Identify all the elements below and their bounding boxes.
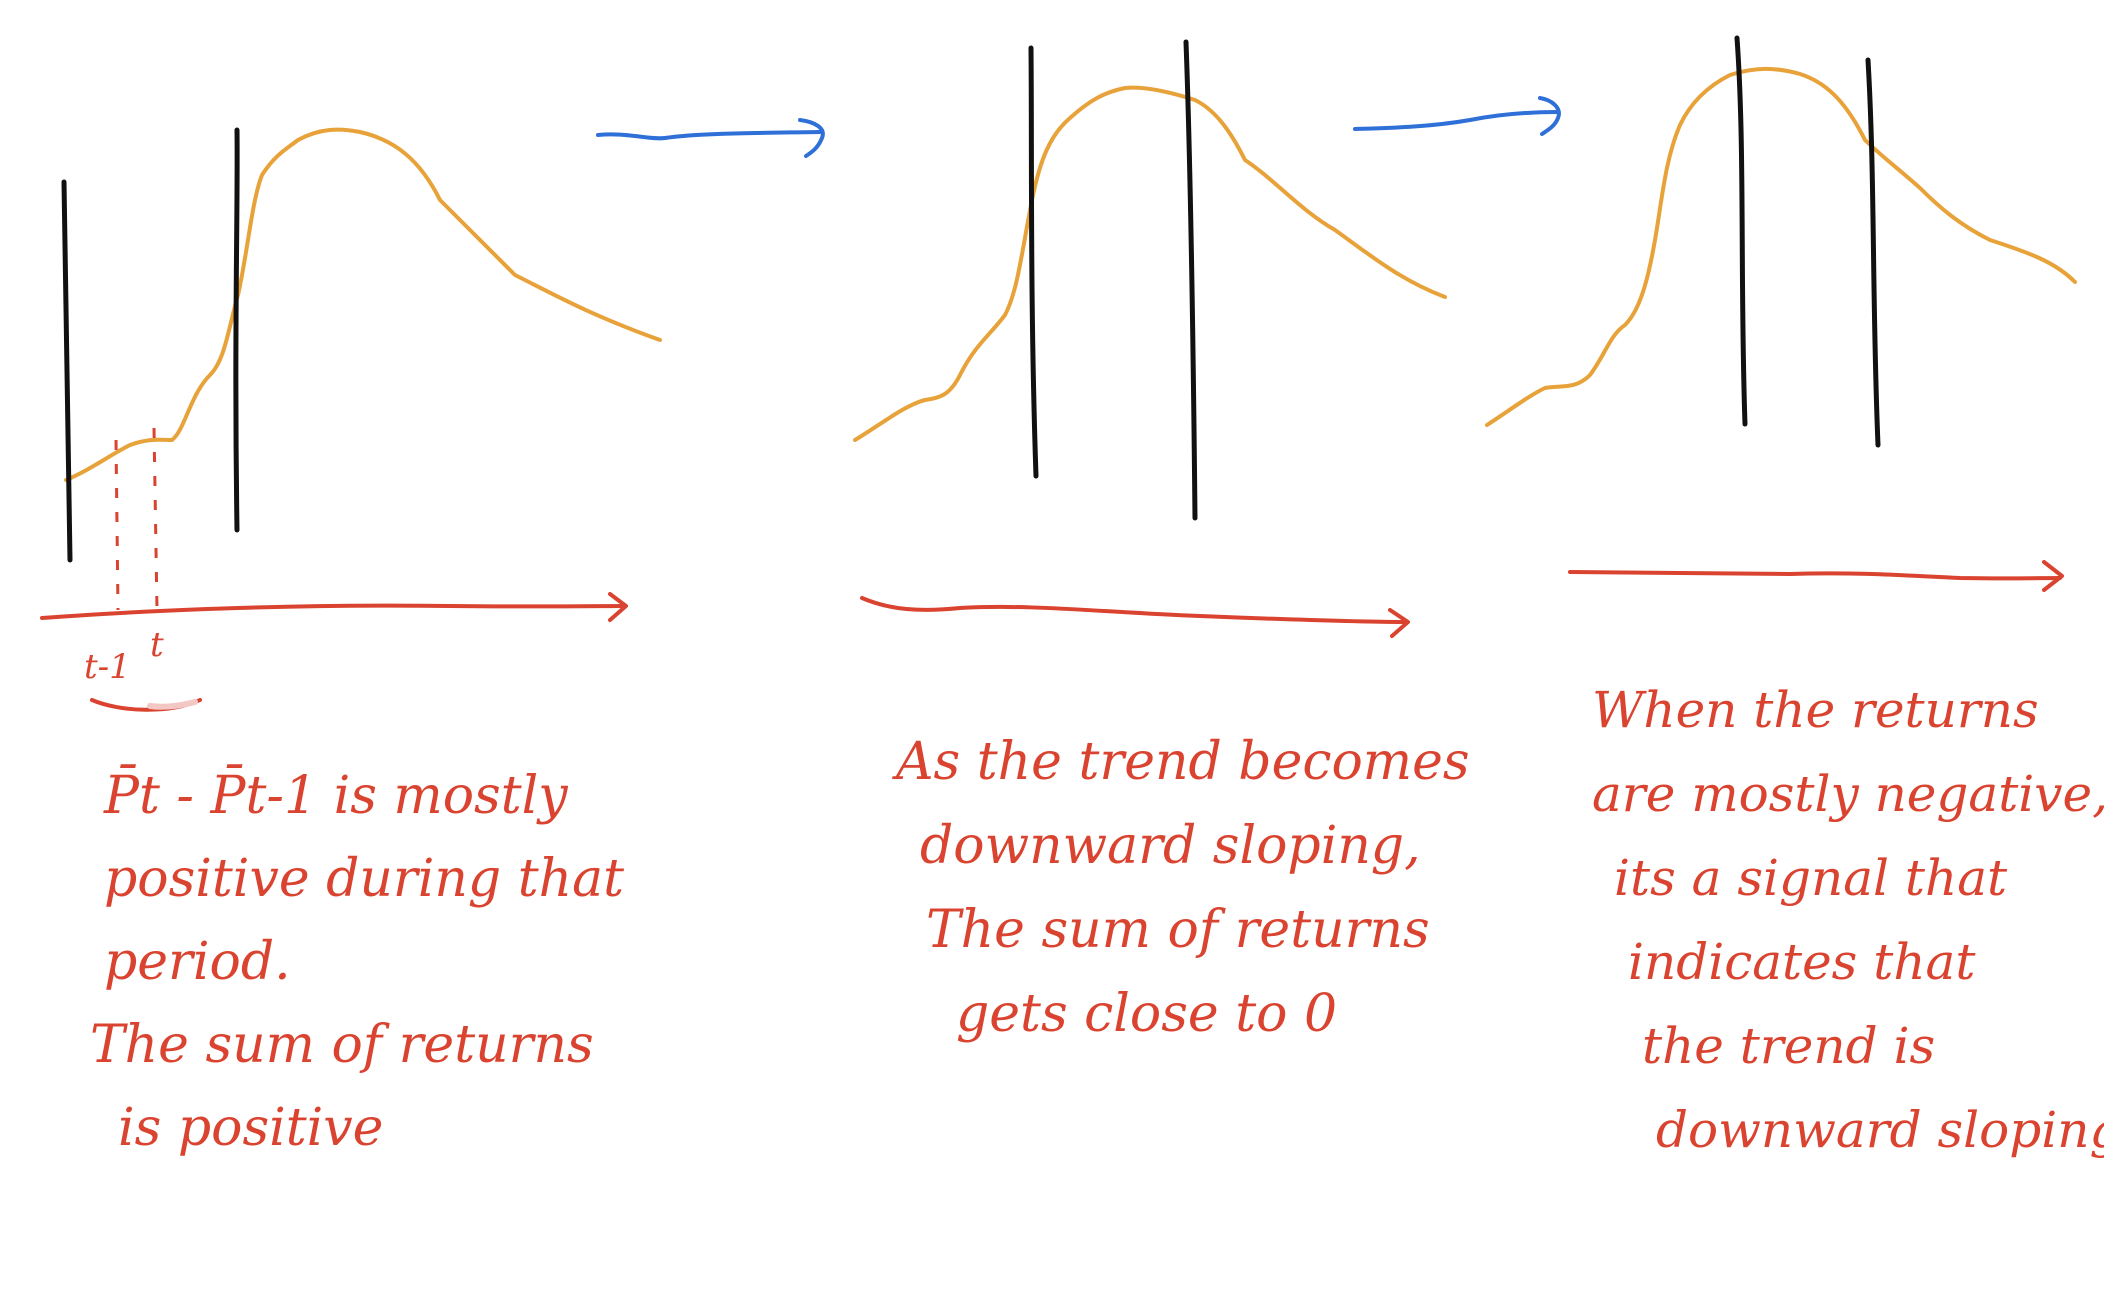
caption-line: The sum of returns [926,900,1430,960]
panel-2-caption: As the trend becomes downward sloping, T… [896,720,1470,1056]
window-left-line [61,179,73,563]
t-minus-1-marker [114,439,120,611]
caption-line: are mostly negative, [1592,765,2104,823]
panel-1-caption: P̄t - P̄t-1 is mostly positive during th… [90,755,624,1170]
panel-3 [1485,35,2077,592]
caption-line: its a signal that [1614,849,2008,907]
arrowhead-icon [1538,96,1561,136]
caption-line: The sum of returns [90,1015,594,1075]
window-right-line [233,127,240,533]
time-axis [40,603,626,620]
caption-line: indicates that [1628,933,1976,991]
interval-bracket-shade [147,699,198,710]
caption-line: When the returns [1592,681,2039,739]
caption-line: period. [104,932,291,992]
time-axis-arrowhead [2042,560,2064,592]
transition-arrow-1 [596,118,825,158]
caption-line: downward sloping [1656,1101,2104,1159]
caption-line: is positive [118,1098,384,1158]
arrowhead-icon [798,118,825,158]
price-curve [1485,66,2077,427]
time-axis [1568,570,2062,581]
right-arrow-icon [596,130,822,141]
window-right-line [1183,39,1198,521]
panel-2 [853,39,1447,638]
window-left-line [1734,35,1748,427]
caption-line: downward sloping, [920,816,1421,876]
time-axis [860,596,1407,624]
caption-line: positive during that [104,849,624,909]
price-curve [853,85,1447,442]
caption-line: the trend is [1642,1017,1936,1075]
time-axis-arrowhead [608,592,628,622]
transition-arrow-2 [1353,96,1561,136]
t-marker [152,427,159,611]
caption-line: gets close to 0 [956,984,1338,1044]
window-left-line [1028,45,1039,479]
window-right-line [1865,57,1881,448]
tick-label-t: t [150,625,164,665]
caption-line: As the trend becomes [896,732,1470,792]
panel-1 [40,127,662,712]
tick-label-t-minus-1: t-1 [84,647,131,687]
price-curve [64,127,662,482]
right-arrow-icon [1353,110,1560,131]
time-axis-arrowhead [1388,608,1410,638]
caption-line: P̄t - P̄t-1 is mostly [104,766,568,826]
panel-3-caption: When the returns are mostly negative, it… [1592,668,2104,1172]
